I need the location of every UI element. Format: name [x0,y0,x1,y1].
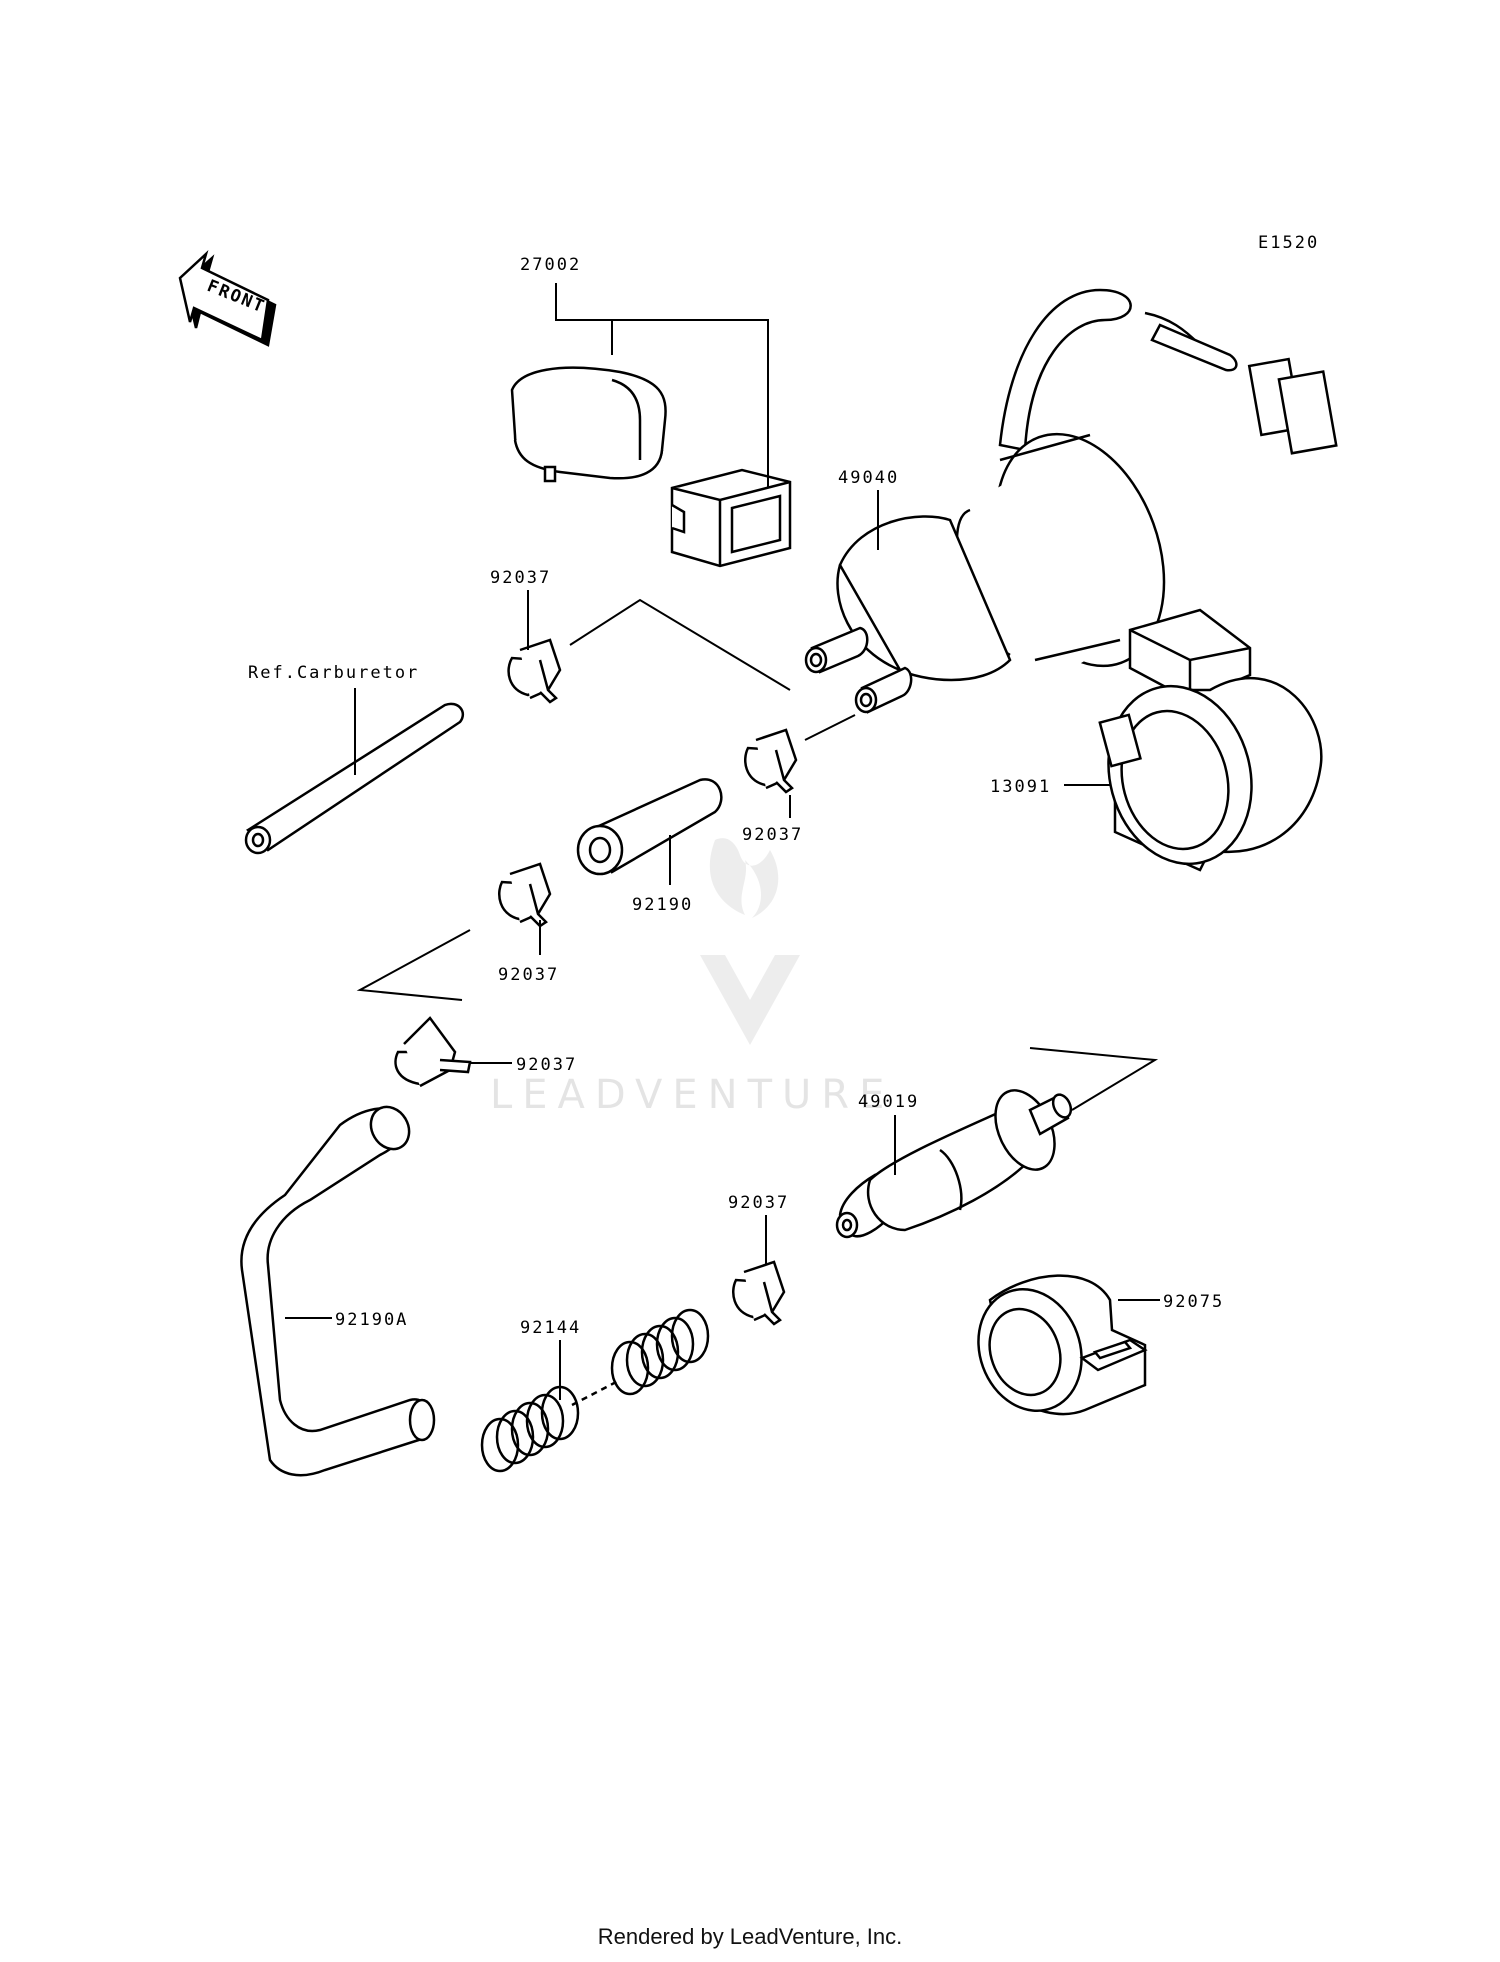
hose-clamp-92037-e [732,1260,786,1326]
hose-92190a [240,1105,436,1477]
label-92037-b: 92037 [742,825,803,845]
label-92037-c: 92037 [498,965,559,985]
cushion-92075 [977,1274,1148,1416]
label-92144: 92144 [520,1318,581,1338]
fuel-filter-49019 [835,1089,1073,1239]
label-92190: 92190 [632,895,693,915]
diagram-code: E1520 [1258,233,1319,253]
fuel-pump-49040 [804,288,1338,714]
hose-clamp-92037-a [507,638,562,704]
connector-27002 [670,468,792,568]
relay-27002 [510,366,667,483]
front-arrow-icon: FRONT [178,250,277,347]
label-13091: 13091 [990,777,1051,797]
hose-clamp-92037-d [394,1016,472,1088]
label-49019: 49019 [858,1092,919,1112]
label-92037-d: 92037 [516,1055,577,1075]
watermark: LEADVENTURE [490,838,894,1118]
hose-clamp-92037-b [744,728,798,794]
label-ref-carburetor: Ref.Carburetor [248,663,419,683]
spring-92144 [480,1308,710,1473]
carburetor-hose [244,702,465,855]
label-92037-a: 92037 [490,568,551,588]
hose-clamp-92037-c [498,862,552,928]
watermark-text: LEADVENTURE [490,1072,894,1118]
hose-92190 [576,778,723,876]
label-27002: 27002 [520,255,581,275]
bracket-13091 [1098,608,1323,872]
footer-credit: Rendered by LeadVenture, Inc. [597,1924,903,1949]
label-92037-e: 92037 [728,1193,789,1213]
label-92190a: 92190A [335,1310,408,1330]
label-49040: 49040 [838,468,899,488]
label-92075: 92075 [1163,1292,1224,1312]
